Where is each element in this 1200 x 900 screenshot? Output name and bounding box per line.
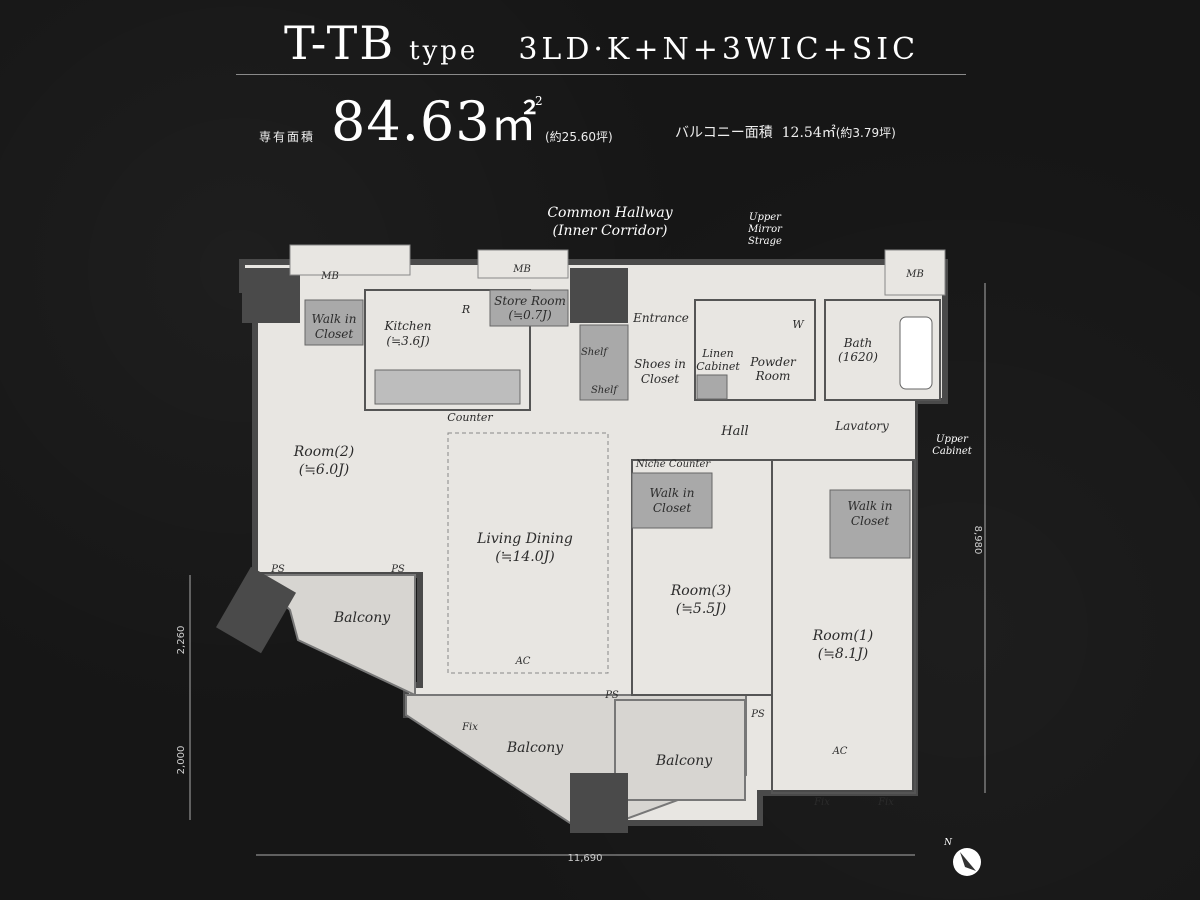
bath-label: Bath [843,336,873,350]
room3-size: (≒5.5J) [676,601,727,617]
wic-room2-box [304,299,364,346]
fridge-mark: R [461,303,470,316]
linen-label-1: Linen [701,347,734,360]
area-summary: 専有面積 84.63㎡ 2 (約25.60坪) バルコニー面積 12.54㎡(約… [259,88,979,153]
kitchen-label: Kitchen [384,319,432,333]
upper-cabinet-2: Cabinet [932,446,973,457]
wic-room1-label-2: Closet [851,514,890,528]
ps-label-1: PS [270,564,285,575]
balcony-area: バルコニー面積 12.54㎡(約3.79坪) [675,125,896,141]
dimension-left-top: 2,260 [176,626,187,655]
dimension-left-bottom: 2,000 [176,746,187,775]
room2-label: Room(2) [293,444,355,460]
room3-label: Room(3) [670,583,732,599]
mb-box-left [289,244,411,276]
ps-label-4: PS [750,709,765,720]
shoes-closet-label-2: Closet [641,372,680,386]
bathtub [899,316,933,390]
room1-outline [771,459,916,794]
living-label: Living Dining [476,531,573,547]
counter-label: Counter [447,411,493,424]
shelf-label-1: Shelf [581,347,609,358]
column [570,268,628,323]
upper-mirror-3: Strage [748,236,782,247]
layout-code: 3LD·K+N+3WIC+SIC [518,32,920,67]
floor-plan: Common Hallway (Inner Corridor) Upper Mi… [176,205,986,876]
room2-size: (≒6.0J) [299,462,350,478]
upper-mirror-2: Mirror [747,224,783,235]
ac-label-living: AC [515,656,531,667]
hall-label: Hall [720,424,748,439]
north-arrow-needle-icon [960,852,976,871]
ps-label-3: PS [604,690,619,701]
balcony-label-left: Balcony [333,610,391,626]
balcony-label-mid: Balcony [506,740,564,756]
shoes-closet-label-1: Shoes in [634,357,686,371]
bath-size: (1620) [838,350,878,364]
plan-title: T-TB type 3LD·K+N+3WIC+SIC [284,16,920,70]
mb-box-right [884,249,946,296]
type-code: T-TB [284,16,396,70]
room1-size: (≒8.1J) [818,646,869,662]
shelf-label-2: Shelf [591,385,619,396]
north-label: N [943,838,953,848]
powder-room-label-2: Room [755,369,791,383]
corridor-label-1: Common Hallway [547,205,673,221]
wic-room3-label-2: Closet [653,501,692,515]
type-word: type [409,36,479,66]
ac-label-room1: AC [832,746,848,757]
mb-label-mid: MB [512,264,531,275]
corridor-label-2: (Inner Corridor) [552,223,667,239]
hall-area [630,400,915,460]
mb-label-left: MB [320,271,339,282]
wic-room1-box [829,489,911,559]
wic-room3-box [631,472,713,529]
column [570,773,628,833]
mb-box-mid [477,249,569,279]
store-room-label: Store Room [494,294,566,308]
powder-room-label-1: Powder [749,355,797,369]
balcony-right-floor [614,699,746,801]
entrance-label: Entrance [632,311,689,325]
room1-label: Room(1) [812,628,874,644]
shoes-closet-box [579,324,629,401]
column [242,268,300,323]
area-unit-sup: 2 [535,94,543,108]
area-label: 専有面積 [259,130,316,144]
balcony-label-right: Balcony [655,753,713,769]
ps-label-2: PS [390,564,405,575]
store-room-box [489,289,569,327]
living-size: (≒14.0J) [495,549,554,565]
niche-counter-label: Niche Counter [635,459,712,470]
dimension-depth: 8,980 [972,526,983,555]
upper-cabinet-1: Upper [936,434,969,445]
column [215,566,297,654]
wic-room3-label-1: Walk in [650,486,695,500]
linen-cabinet-box [696,374,728,400]
mb-label-right: MB [905,269,924,280]
wic-room2-label-2: Closet [315,327,354,341]
kitchen-size: (≒3.6J) [386,334,430,348]
dimension-width: 11,690 [568,853,603,864]
linen-label-2: Cabinet [696,360,740,373]
area-tsubo: (約25.60坪) [545,130,613,144]
wic-room2-label-1: Walk in [312,312,357,326]
fix-label-2: Fix [813,797,830,808]
washer-mark: W [792,318,805,331]
lavatory-label: Lavatory [834,419,889,433]
header-divider [236,74,966,75]
area-value: 84.63㎡ [331,90,538,153]
store-room-size: (≒0.7J) [508,308,552,322]
kitchen-counter [374,369,521,405]
fix-label-1: Fix [461,722,478,733]
upper-mirror-1: Upper [749,212,782,223]
fix-label-3: Fix [877,797,894,808]
wic-room1-label-1: Walk in [848,499,893,513]
living-dashed [447,432,609,674]
